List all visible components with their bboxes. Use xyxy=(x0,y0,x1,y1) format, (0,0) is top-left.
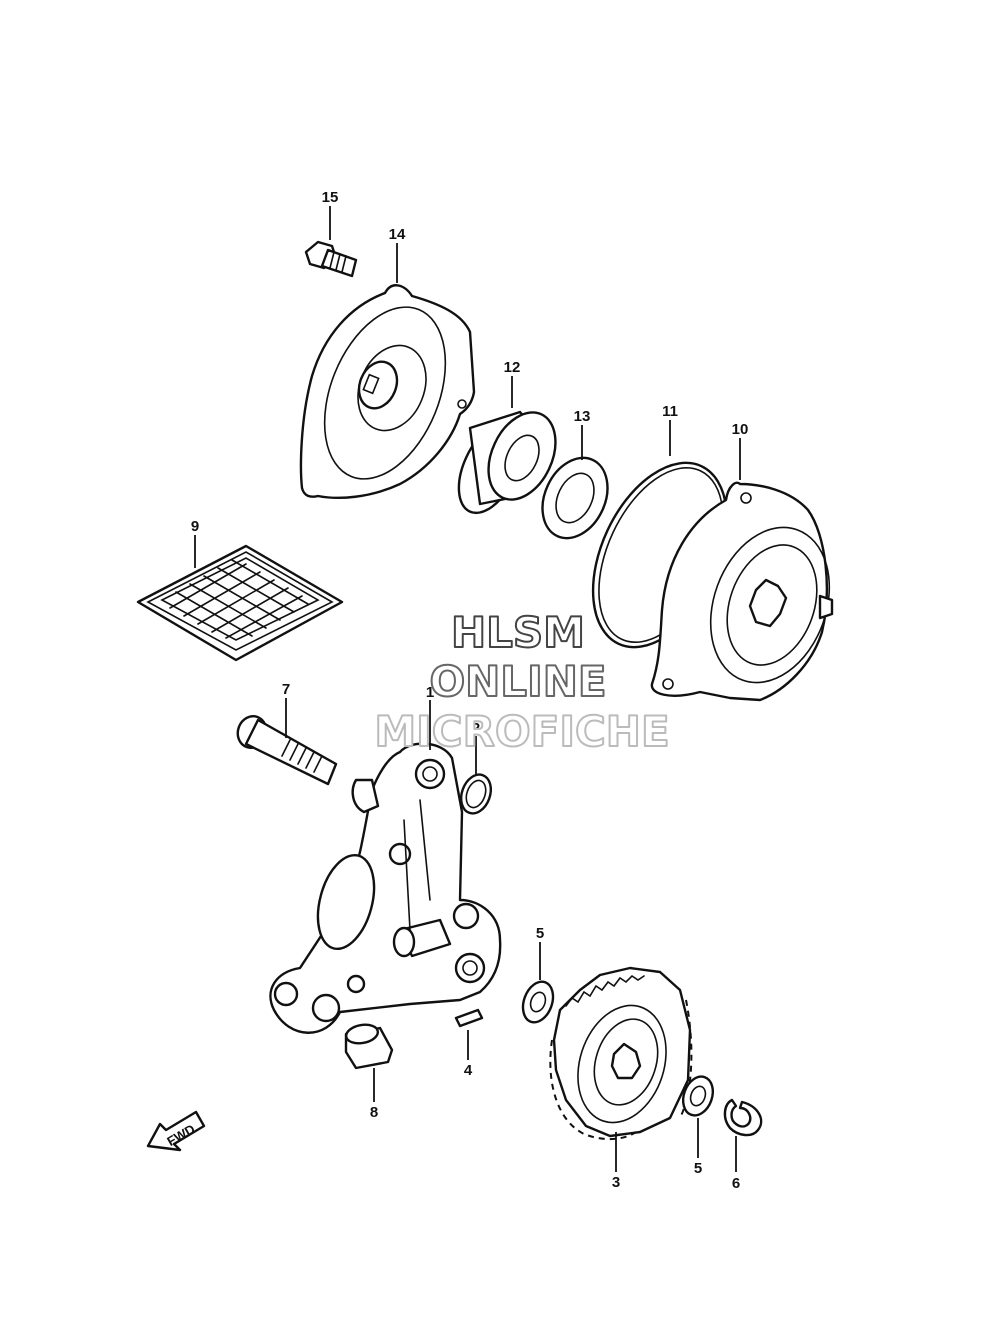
part-6-circlip[interactable] xyxy=(723,1098,763,1137)
callout-5-upper: 5 xyxy=(536,925,544,942)
watermark: HLSM ONLINE MICROFICHE xyxy=(373,607,670,757)
callout-4: 4 xyxy=(464,1062,473,1079)
part-5-washer-lower[interactable] xyxy=(678,1072,718,1119)
part-4-dowel-pin[interactable] xyxy=(454,1008,484,1028)
part-13-washer[interactable] xyxy=(530,447,620,548)
leader-lines xyxy=(194,206,741,1172)
part-7-long-bolt[interactable] xyxy=(233,712,338,786)
callout-10: 10 xyxy=(732,421,749,438)
callout-13: 13 xyxy=(574,408,591,425)
fwd-arrow-icon: FWD xyxy=(146,1110,206,1152)
callout-8: 8 xyxy=(370,1104,378,1121)
part-10-pump-case[interactable] xyxy=(650,481,850,702)
callout-5-lower: 5 xyxy=(694,1160,702,1177)
callout-labels: 15 14 12 13 11 10 9 7 1 2 5 4 8 3 5 6 xyxy=(191,189,749,1192)
watermark-line-1: HLSM xyxy=(451,608,585,657)
callout-9: 9 xyxy=(191,518,199,535)
callout-1: 1 xyxy=(426,684,434,701)
callout-7: 7 xyxy=(282,681,290,698)
callout-14: 14 xyxy=(389,226,406,243)
watermark-line-2: ONLINE xyxy=(429,657,606,706)
part-1-oil-pump-body[interactable] xyxy=(269,742,502,1034)
callout-12: 12 xyxy=(504,359,521,376)
watermark-line-3: MICROFICHE xyxy=(374,707,669,756)
part-3-drive-gear[interactable] xyxy=(549,966,693,1140)
part-9-strainer-screen[interactable] xyxy=(136,544,344,662)
part-5-washer-upper[interactable] xyxy=(518,977,559,1026)
callout-2: 2 xyxy=(472,720,480,737)
part-2-o-ring[interactable] xyxy=(456,770,496,817)
part-14-pump-cover[interactable] xyxy=(299,284,476,500)
part-12-oil-seal[interactable] xyxy=(446,402,568,523)
part-8-bushing[interactable] xyxy=(344,1022,394,1070)
callout-3: 3 xyxy=(612,1174,620,1191)
callout-6: 6 xyxy=(732,1175,740,1192)
callout-15: 15 xyxy=(322,189,339,206)
callout-11: 11 xyxy=(662,403,678,420)
part-15-bolt[interactable] xyxy=(304,240,358,278)
